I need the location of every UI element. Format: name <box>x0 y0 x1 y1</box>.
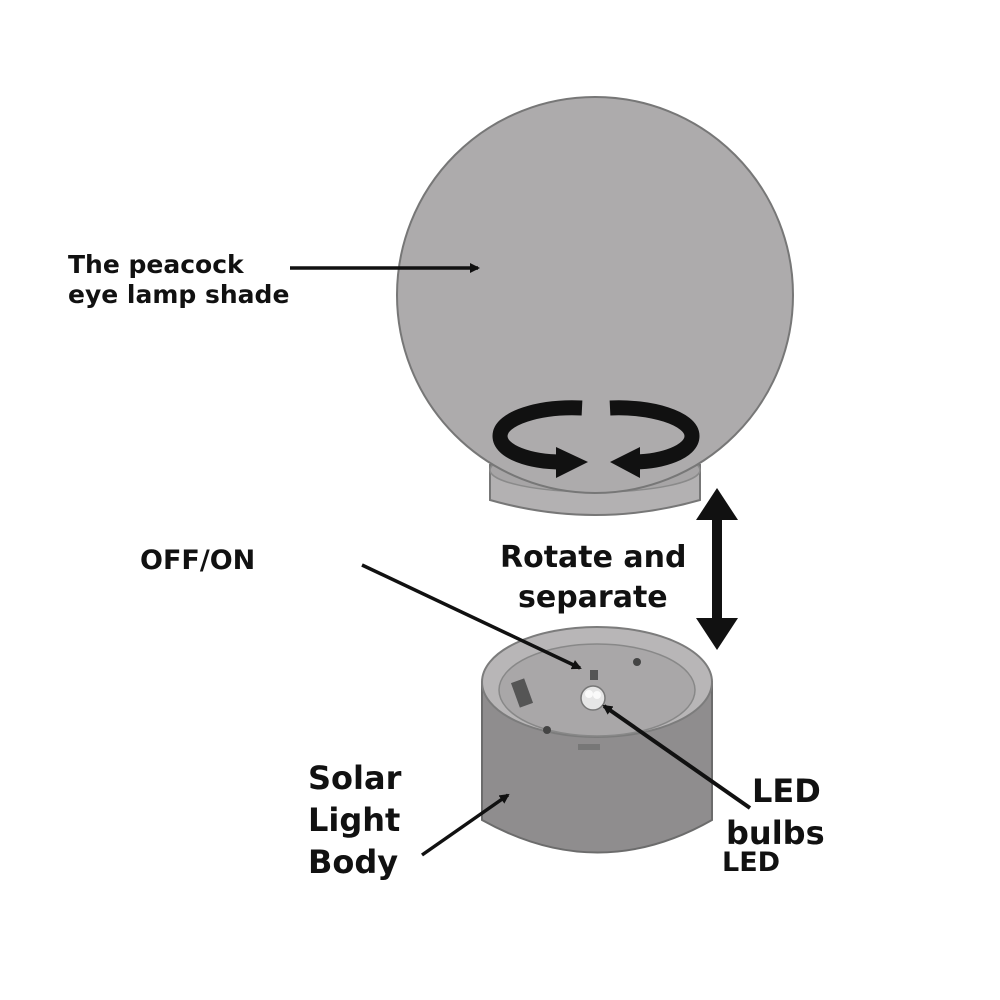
lamp-shade <box>396 96 794 516</box>
led-bulbs-label-line-1: LED <box>752 772 821 810</box>
led-bulbs-label-line-2: bulbs <box>726 814 825 852</box>
screw-hole <box>633 658 641 666</box>
led-bulbs-label: LED bulbs <box>726 770 825 854</box>
rotate-arrowhead-left <box>556 447 588 478</box>
led-bulb <box>585 690 593 698</box>
body-label-line-1: Solar <box>308 759 402 797</box>
led-label: LED <box>722 847 781 878</box>
body-label-line-3: Body <box>308 843 399 881</box>
rotate-arrow-left <box>492 400 583 470</box>
off-on-label: OFF/ON <box>140 545 256 576</box>
battery-slot <box>510 678 534 708</box>
rotate-label-line-1: Rotate and <box>500 540 687 575</box>
clip <box>578 744 600 750</box>
lamp-shade-label-line-2: eye lamp shade <box>68 280 290 309</box>
rotate-arrowhead-right <box>610 447 640 478</box>
offon-pointer-arrow <box>361 563 582 670</box>
rotate-arrows <box>492 400 700 470</box>
screw-hole <box>543 726 551 734</box>
solar-light-body-label: Solar Light Body <box>308 757 401 883</box>
switch <box>590 670 598 680</box>
solar-light-body <box>481 626 713 854</box>
body-label-line-2: Light <box>308 801 401 839</box>
separate-double-arrow <box>696 488 738 650</box>
rotate-label-line-2: separate <box>518 580 668 615</box>
rotate-separate-label: Rotate and separate <box>500 538 687 618</box>
led-bulb-cluster <box>580 685 606 711</box>
rotate-arrow-right <box>609 400 700 470</box>
body-pointer-arrow <box>420 793 510 857</box>
led-bulb <box>593 691 601 699</box>
led-pointer-arrow <box>602 704 752 810</box>
lamp-shade-label-line-1: The peacock <box>68 250 244 279</box>
lamp-shade-label: The peacock eye lamp shade <box>68 250 289 310</box>
shade-globe <box>396 96 794 494</box>
